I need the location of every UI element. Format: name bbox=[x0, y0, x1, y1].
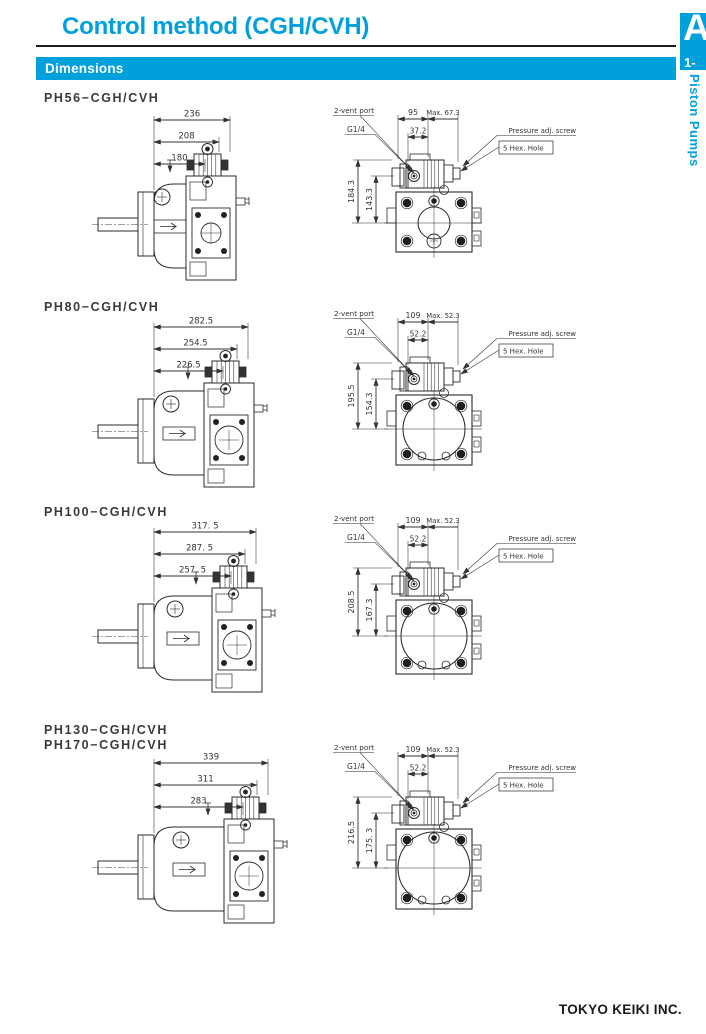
ph100-side-view-slot: 317. 5 287. 5 257. 5 bbox=[88, 516, 313, 711]
pressure-screw-label: Pressure adj. screw bbox=[509, 330, 577, 338]
width-dim-text: 95 bbox=[408, 108, 418, 117]
side-tab: A 1- bbox=[680, 7, 706, 70]
hex-hole-label: 5 Hex. Hole bbox=[503, 553, 544, 561]
height-dim-inner: 167.3 bbox=[365, 599, 374, 622]
side-view-drawing: 282.5 254.5 226.5 bbox=[92, 317, 268, 488]
width-dim-text: 109 bbox=[406, 311, 421, 320]
tab-vertical-label: Piston Pumps bbox=[687, 74, 702, 167]
model-label-ph80: PH80−CGH/CVH bbox=[44, 300, 160, 314]
vent-port-label: 2-vent port bbox=[334, 106, 374, 115]
model-label-ph100: PH100−CGH/CVH bbox=[44, 505, 168, 519]
hex-hole-label: 5 Hex. Hole bbox=[503, 145, 544, 153]
model-label-ph56: PH56−CGH/CVH bbox=[44, 91, 160, 105]
ph130-170-side-view-slot: 339 311 283 bbox=[88, 747, 313, 942]
pressure-screw-label: Pressure adj. screw bbox=[509, 127, 577, 135]
tab-page-number: 1- bbox=[684, 55, 696, 70]
side-view-drawing: 236 208 180 bbox=[92, 110, 250, 281]
length-dim-text: 283 bbox=[190, 797, 206, 807]
model-label-ph130: PH130−CGH/CVH bbox=[44, 723, 168, 737]
height-dim-inner: 175. 3 bbox=[365, 828, 374, 853]
height-dim-total: 195.5 bbox=[347, 385, 356, 408]
hex-hole-label: 5 Hex. Hole bbox=[503, 348, 544, 356]
max-width-dim-text: Max. 67.3 bbox=[426, 109, 460, 117]
vent-port-label: 2-vent port bbox=[334, 514, 374, 523]
max-width-dim-text: Max. 52.3 bbox=[426, 517, 460, 525]
model-label-ph170: PH170−CGH/CVH bbox=[44, 738, 168, 752]
offset-dim-text: 52.2 bbox=[410, 330, 427, 339]
length-dim-text: 282.5 bbox=[189, 317, 213, 327]
height-dim-inner: 143.3 bbox=[365, 188, 374, 211]
pressure-screw-label: Pressure adj. screw bbox=[509, 535, 577, 543]
side-view-drawing: 317. 5 287. 5 257. 5 bbox=[92, 522, 276, 693]
length-dim-text: 287. 5 bbox=[186, 544, 213, 554]
width-dim-text: 109 bbox=[406, 516, 421, 525]
side-view-drawing: 339 311 283 bbox=[92, 753, 288, 924]
pressure-screw-label: Pressure adj. screw bbox=[509, 764, 577, 772]
port-thread-label: G1/4 bbox=[347, 533, 365, 542]
length-dim-text: 208 bbox=[178, 132, 194, 142]
offset-dim-text: 52.2 bbox=[410, 535, 427, 544]
max-width-dim-text: Max. 52.3 bbox=[426, 746, 460, 754]
ph80-side-view-slot: 282.5 254.5 226.5 bbox=[88, 311, 313, 506]
length-dim-text: 254.5 bbox=[183, 339, 207, 349]
vent-port-label: 2-vent port bbox=[334, 743, 374, 752]
offset-dim-text: 52.2 bbox=[410, 764, 427, 773]
footer-brand: TOKYO KEIKI INC. bbox=[558, 1002, 682, 1017]
dimensions-bar: Dimensions bbox=[36, 57, 676, 80]
length-dim-text: 226.5 bbox=[176, 361, 200, 371]
hex-hole-label: 5 Hex. Hole bbox=[503, 782, 544, 790]
length-dim-text: 339 bbox=[203, 753, 219, 763]
length-dim-text: 257. 5 bbox=[179, 566, 206, 576]
port-thread-label: G1/4 bbox=[347, 762, 365, 771]
page-title: Control method (CGH/CVH) bbox=[62, 13, 370, 40]
length-dim-text: 317. 5 bbox=[191, 522, 218, 532]
title-rule bbox=[36, 45, 676, 47]
length-dim-text: 236 bbox=[184, 110, 200, 120]
height-dim-total: 216.5 bbox=[347, 821, 356, 844]
port-thread-label: G1/4 bbox=[347, 328, 365, 337]
port-thread-label: G1/4 bbox=[347, 125, 365, 134]
offset-dim-text: 37.2 bbox=[410, 127, 427, 136]
length-dim-text: 180 bbox=[171, 154, 187, 164]
height-dim-total: 208.5 bbox=[347, 591, 356, 614]
tab-letter: A bbox=[683, 7, 706, 48]
length-dim-text: 311 bbox=[197, 775, 213, 785]
vent-port-label: 2-vent port bbox=[334, 309, 374, 318]
ph56-side-view-slot: 236 208 180 bbox=[88, 104, 313, 299]
width-dim-text: 109 bbox=[406, 745, 421, 754]
height-dim-inner: 154.3 bbox=[365, 393, 374, 416]
height-dim-total: 184.3 bbox=[347, 180, 356, 203]
max-width-dim-text: Max. 52.3 bbox=[426, 312, 460, 320]
